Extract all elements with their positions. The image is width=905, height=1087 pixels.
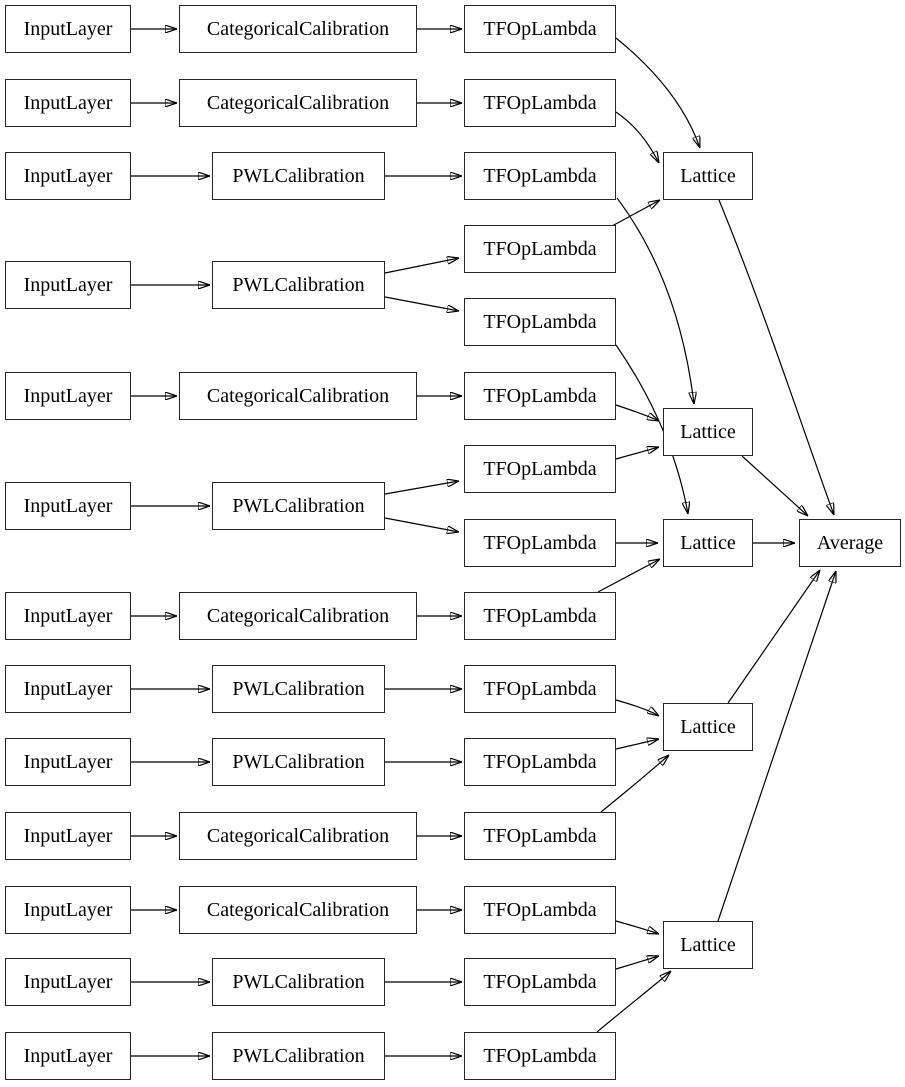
edge-t8-to-lat4 (615, 699, 659, 716)
edge-cal6-to-t6a (384, 481, 459, 495)
edge-t4b-to-lat3 (615, 344, 688, 514)
edge-t10-to-lat4 (600, 755, 669, 813)
edge-t3-to-lat2 (616, 197, 694, 404)
node-tf-op-lambda-t7: TFOpLambda (464, 592, 616, 640)
node-pwl-calibration-cal13: PWLCalibration (212, 1032, 385, 1080)
node-input-layer-il1: InputLayer (5, 5, 131, 53)
node-pwl-calibration-cal9: PWLCalibration (212, 738, 385, 786)
node-lattice-lat4: Lattice (663, 703, 753, 751)
node-input-layer-il7: InputLayer (5, 592, 131, 640)
edge-t9-to-lat4 (615, 739, 659, 750)
node-pwl-calibration-cal8: PWLCalibration (212, 665, 385, 713)
edge-t4a-to-lat1 (611, 200, 660, 227)
edge-t6a-to-lat2 (615, 447, 659, 460)
node-tf-op-lambda-t1: TFOpLambda (464, 5, 616, 53)
node-tf-op-lambda-t6b: TFOpLambda (464, 519, 616, 567)
edge-t12-to-lat5 (615, 956, 659, 970)
edge-lat4-to-avg (727, 570, 820, 704)
node-tf-op-lambda-t6a: TFOpLambda (464, 445, 616, 493)
edge-t2-to-lat1 (615, 111, 659, 163)
node-pwl-calibration-cal3: PWLCalibration (212, 152, 385, 200)
edge-t1-to-lat1 (615, 37, 700, 148)
node-input-layer-il8: InputLayer (5, 665, 131, 713)
edge-cal4-to-t4b (384, 296, 459, 311)
node-categorical-calibration-cal2: CategoricalCalibration (179, 79, 417, 127)
node-average-avg: Average (799, 519, 901, 567)
node-categorical-calibration-cal10: CategoricalCalibration (179, 812, 417, 860)
edge-t11-to-lat5 (615, 920, 659, 934)
edge-t13-to-lat5 (596, 971, 671, 1033)
node-categorical-calibration-cal7: CategoricalCalibration (179, 592, 417, 640)
node-input-layer-il2: InputLayer (5, 79, 131, 127)
node-pwl-calibration-cal12: PWLCalibration (212, 958, 385, 1006)
edge-t7-to-lat3 (597, 559, 660, 593)
node-pwl-calibration-cal4: PWLCalibration (212, 261, 385, 309)
node-input-layer-il12: InputLayer (5, 958, 131, 1006)
node-tf-op-lambda-t10: TFOpLambda (464, 812, 616, 860)
node-input-layer-il11: InputLayer (5, 886, 131, 934)
edge-cal6-to-t6b (384, 517, 459, 532)
node-pwl-calibration-cal6: PWLCalibration (212, 482, 385, 530)
node-tf-op-lambda-t12: TFOpLambda (464, 958, 616, 1006)
node-lattice-lat5: Lattice (663, 921, 753, 969)
node-input-layer-il13: InputLayer (5, 1032, 131, 1080)
node-categorical-calibration-cal5: CategoricalCalibration (179, 372, 417, 420)
node-tf-op-lambda-t5: TFOpLambda (464, 372, 616, 420)
node-lattice-lat1: Lattice (663, 152, 753, 200)
edge-lat1-to-avg (718, 199, 834, 515)
node-input-layer-il3: InputLayer (5, 152, 131, 200)
node-input-layer-il10: InputLayer (5, 812, 131, 860)
node-tf-op-lambda-t11: TFOpLambda (464, 886, 616, 934)
node-tf-op-lambda-t3: TFOpLambda (464, 152, 616, 200)
node-tf-op-lambda-t13: TFOpLambda (464, 1032, 616, 1080)
edge-cal4-to-t4a (384, 258, 459, 274)
node-lattice-lat2: Lattice (663, 408, 753, 456)
edge-t5-to-lat2 (615, 404, 659, 421)
node-tf-op-lambda-t4a: TFOpLambda (464, 225, 616, 273)
node-lattice-lat3: Lattice (663, 519, 753, 567)
node-input-layer-il4: InputLayer (5, 261, 131, 309)
node-tf-op-lambda-t9: TFOpLambda (464, 738, 616, 786)
edge-lat2-to-avg (741, 455, 808, 516)
node-tf-op-lambda-t2: TFOpLambda (464, 79, 616, 127)
node-categorical-calibration-cal1: CategoricalCalibration (179, 5, 417, 53)
edge-lat5-to-avg (717, 571, 836, 922)
node-input-layer-il9: InputLayer (5, 738, 131, 786)
node-tf-op-lambda-t8: TFOpLambda (464, 665, 616, 713)
node-input-layer-il5: InputLayer (5, 372, 131, 420)
node-tf-op-lambda-t4b: TFOpLambda (464, 298, 616, 346)
node-categorical-calibration-cal11: CategoricalCalibration (179, 886, 417, 934)
node-input-layer-il6: InputLayer (5, 482, 131, 530)
